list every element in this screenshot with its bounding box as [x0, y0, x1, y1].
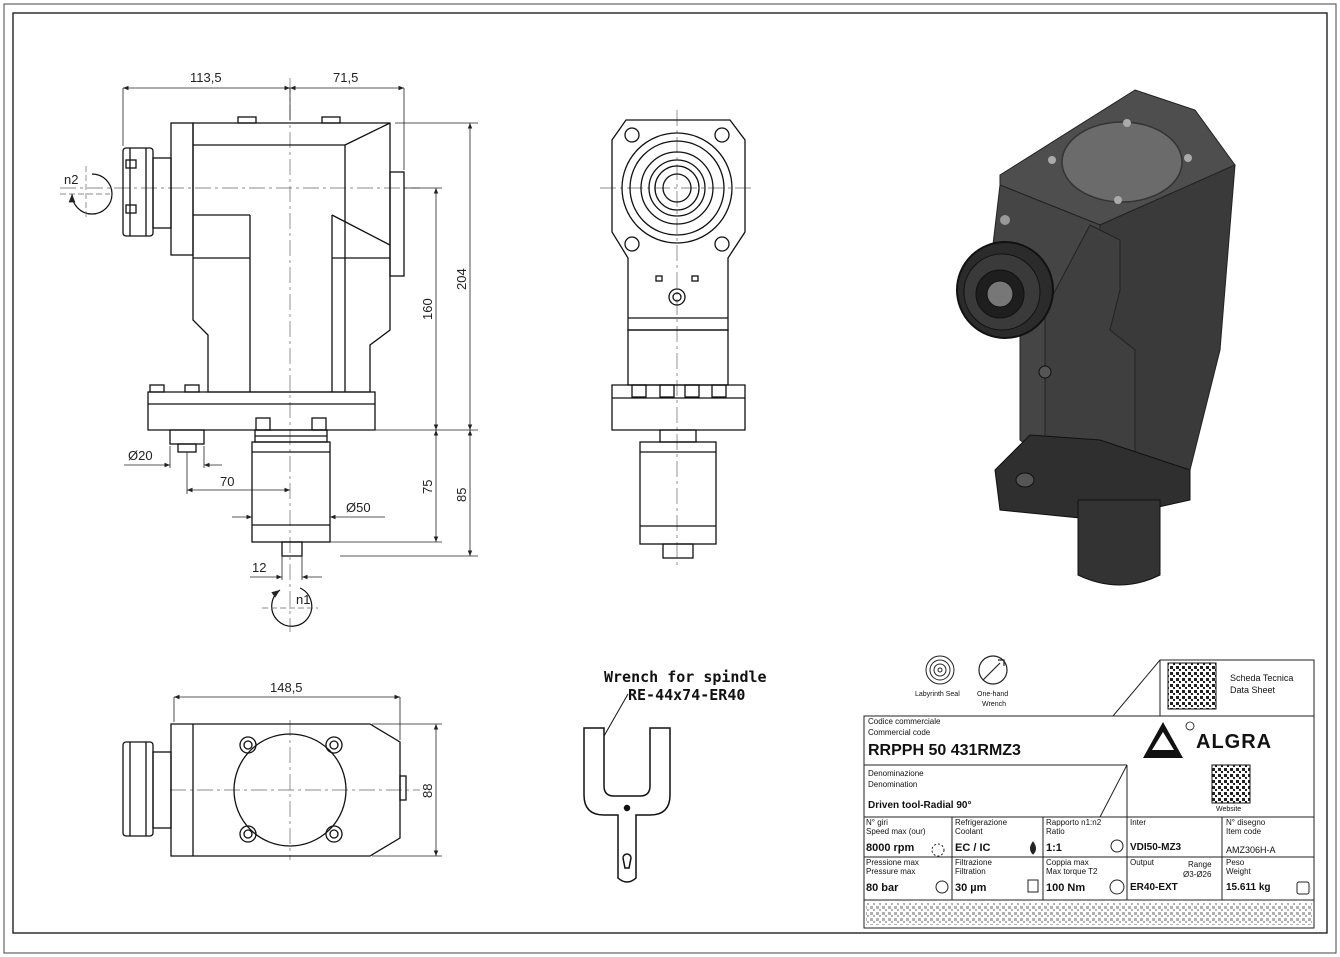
denomination-value: Driven tool-Radial 90° — [868, 800, 972, 811]
ratio-label-it: Rapporto n1:n2 — [1046, 818, 1102, 827]
weight-label-it: Peso — [1226, 858, 1245, 867]
coolant-label-en: Coolant — [955, 827, 983, 836]
torque-icon — [1109, 879, 1125, 895]
dim-148-5: 148,5 — [270, 680, 303, 695]
commercial-code-label-en: Commercial code — [868, 728, 931, 737]
rotation-symbol-n2 — [60, 166, 113, 220]
ratio-value: 1:1 — [1046, 842, 1062, 854]
input-value: VDI50-MZ3 — [1130, 842, 1182, 853]
datasheet-label-en: Data Sheet — [1230, 685, 1276, 695]
title-block-frame — [863, 659, 1315, 929]
datasheet-qr-code-icon — [1167, 662, 1217, 710]
website-label: Website — [1216, 806, 1242, 813]
pressure-label-en: Pressure max — [866, 867, 916, 876]
item-code-label-it: N° disegno — [1226, 818, 1266, 827]
inner-border — [12, 12, 1328, 934]
filtration-label-en: Filtration — [955, 867, 986, 876]
legal-fine-print — [866, 903, 1312, 925]
speed-label-it: N° giri — [866, 818, 888, 827]
rotation-label-n1: n1 — [296, 592, 310, 607]
output-value: ER40-EXT — [1130, 882, 1178, 893]
labyrinth-seal-icon — [925, 655, 955, 685]
dim-75: 75 — [420, 480, 435, 494]
dim-70: 70 — [220, 474, 234, 489]
top-view — [122, 720, 420, 860]
rotation-label-n2: n2 — [64, 172, 78, 187]
pressure-gauge-icon — [935, 880, 949, 894]
item-code-label-en: Item code — [1226, 827, 1262, 836]
isometric-render — [956, 89, 1236, 586]
dim-dia-50: Ø50 — [346, 500, 371, 515]
speed-value: 8000 rpm — [866, 842, 915, 854]
denomination-label-it: Denominazione — [868, 769, 924, 778]
gear-icon — [1110, 839, 1124, 853]
weight-label-en: Weight — [1226, 867, 1251, 876]
dim-dia-20: Ø20 — [128, 448, 153, 463]
wrench-note-line1: Wrench for spindle — [604, 668, 767, 686]
input-label: Inter — [1130, 818, 1147, 827]
item-code-value: AMZ306H-A — [1226, 845, 1276, 855]
front-view-dimensions — [122, 85, 478, 580]
dim-88: 88 — [420, 784, 435, 798]
dim-85: 85 — [454, 488, 469, 502]
pressure-label-it: Pressione max — [866, 858, 919, 867]
denomination-label-en: Denomination — [868, 780, 918, 789]
speed-gauge-icon — [931, 843, 945, 857]
range-value: Ø3-Ø26 — [1183, 870, 1212, 879]
one-hand-wrench-label-1: One-hand — [977, 691, 1009, 698]
pressure-value: 80 bar — [866, 882, 899, 894]
coolant-label-it: Refrigerazione — [955, 818, 1008, 827]
website-qr-code-icon — [1211, 764, 1251, 804]
coolant-value: EC / IC — [955, 842, 991, 854]
wrench-drawing — [583, 693, 671, 883]
spec-icons — [931, 839, 1310, 895]
lock-weight-icon — [1296, 881, 1310, 895]
dim-113-5: 113,5 — [190, 70, 222, 85]
algra-logo-icon — [1143, 721, 1195, 758]
output-label: Output — [1130, 858, 1155, 867]
labyrinth-seal-label: Labyrinth Seal — [915, 691, 960, 698]
dim-160: 160 — [420, 298, 435, 320]
torque-value: 100 Nm — [1046, 882, 1086, 894]
speed-label-en: Speed max (our) — [866, 827, 926, 836]
brand-name: ALGRA — [1196, 731, 1273, 753]
outer-border — [3, 3, 1337, 954]
one-hand-wrench-label-2: Wrench — [982, 701, 1006, 708]
commercial-code: RRPPH 50 431RMZ3 — [868, 742, 1021, 759]
side-view — [600, 110, 755, 565]
front-view-dimension-labels: 113,5 71,5 204 160 75 85 Ø20 70 Ø50 12 — [128, 70, 469, 575]
weight-value: 15.611 kg — [1226, 882, 1271, 893]
dim-204: 204 — [454, 268, 469, 290]
torque-label-it: Coppia max — [1046, 858, 1089, 867]
top-view-dimensions — [173, 694, 442, 857]
dim-71-5: 71,5 — [333, 70, 358, 85]
commercial-code-label-it: Codice commerciale — [868, 717, 941, 726]
filtration-value: 30 µm — [955, 882, 987, 894]
coolant-drop-icon — [1030, 841, 1036, 855]
ratio-label-en: Ratio — [1046, 827, 1065, 836]
rotation-symbol-n1 — [262, 587, 318, 627]
torque-label-en: Max torque T2 — [1046, 867, 1098, 876]
datasheet-label-it: Scheda Tecnica — [1230, 673, 1294, 683]
filter-bin-icon — [1027, 879, 1039, 893]
dim-12: 12 — [252, 560, 266, 575]
wrench-note-line2: RE-44x74-ER40 — [628, 686, 745, 704]
front-view — [60, 78, 420, 632]
range-label: Range — [1188, 860, 1212, 869]
filtration-label-it: Filtrazione — [955, 858, 992, 867]
one-hand-wrench-icon — [978, 655, 1008, 685]
